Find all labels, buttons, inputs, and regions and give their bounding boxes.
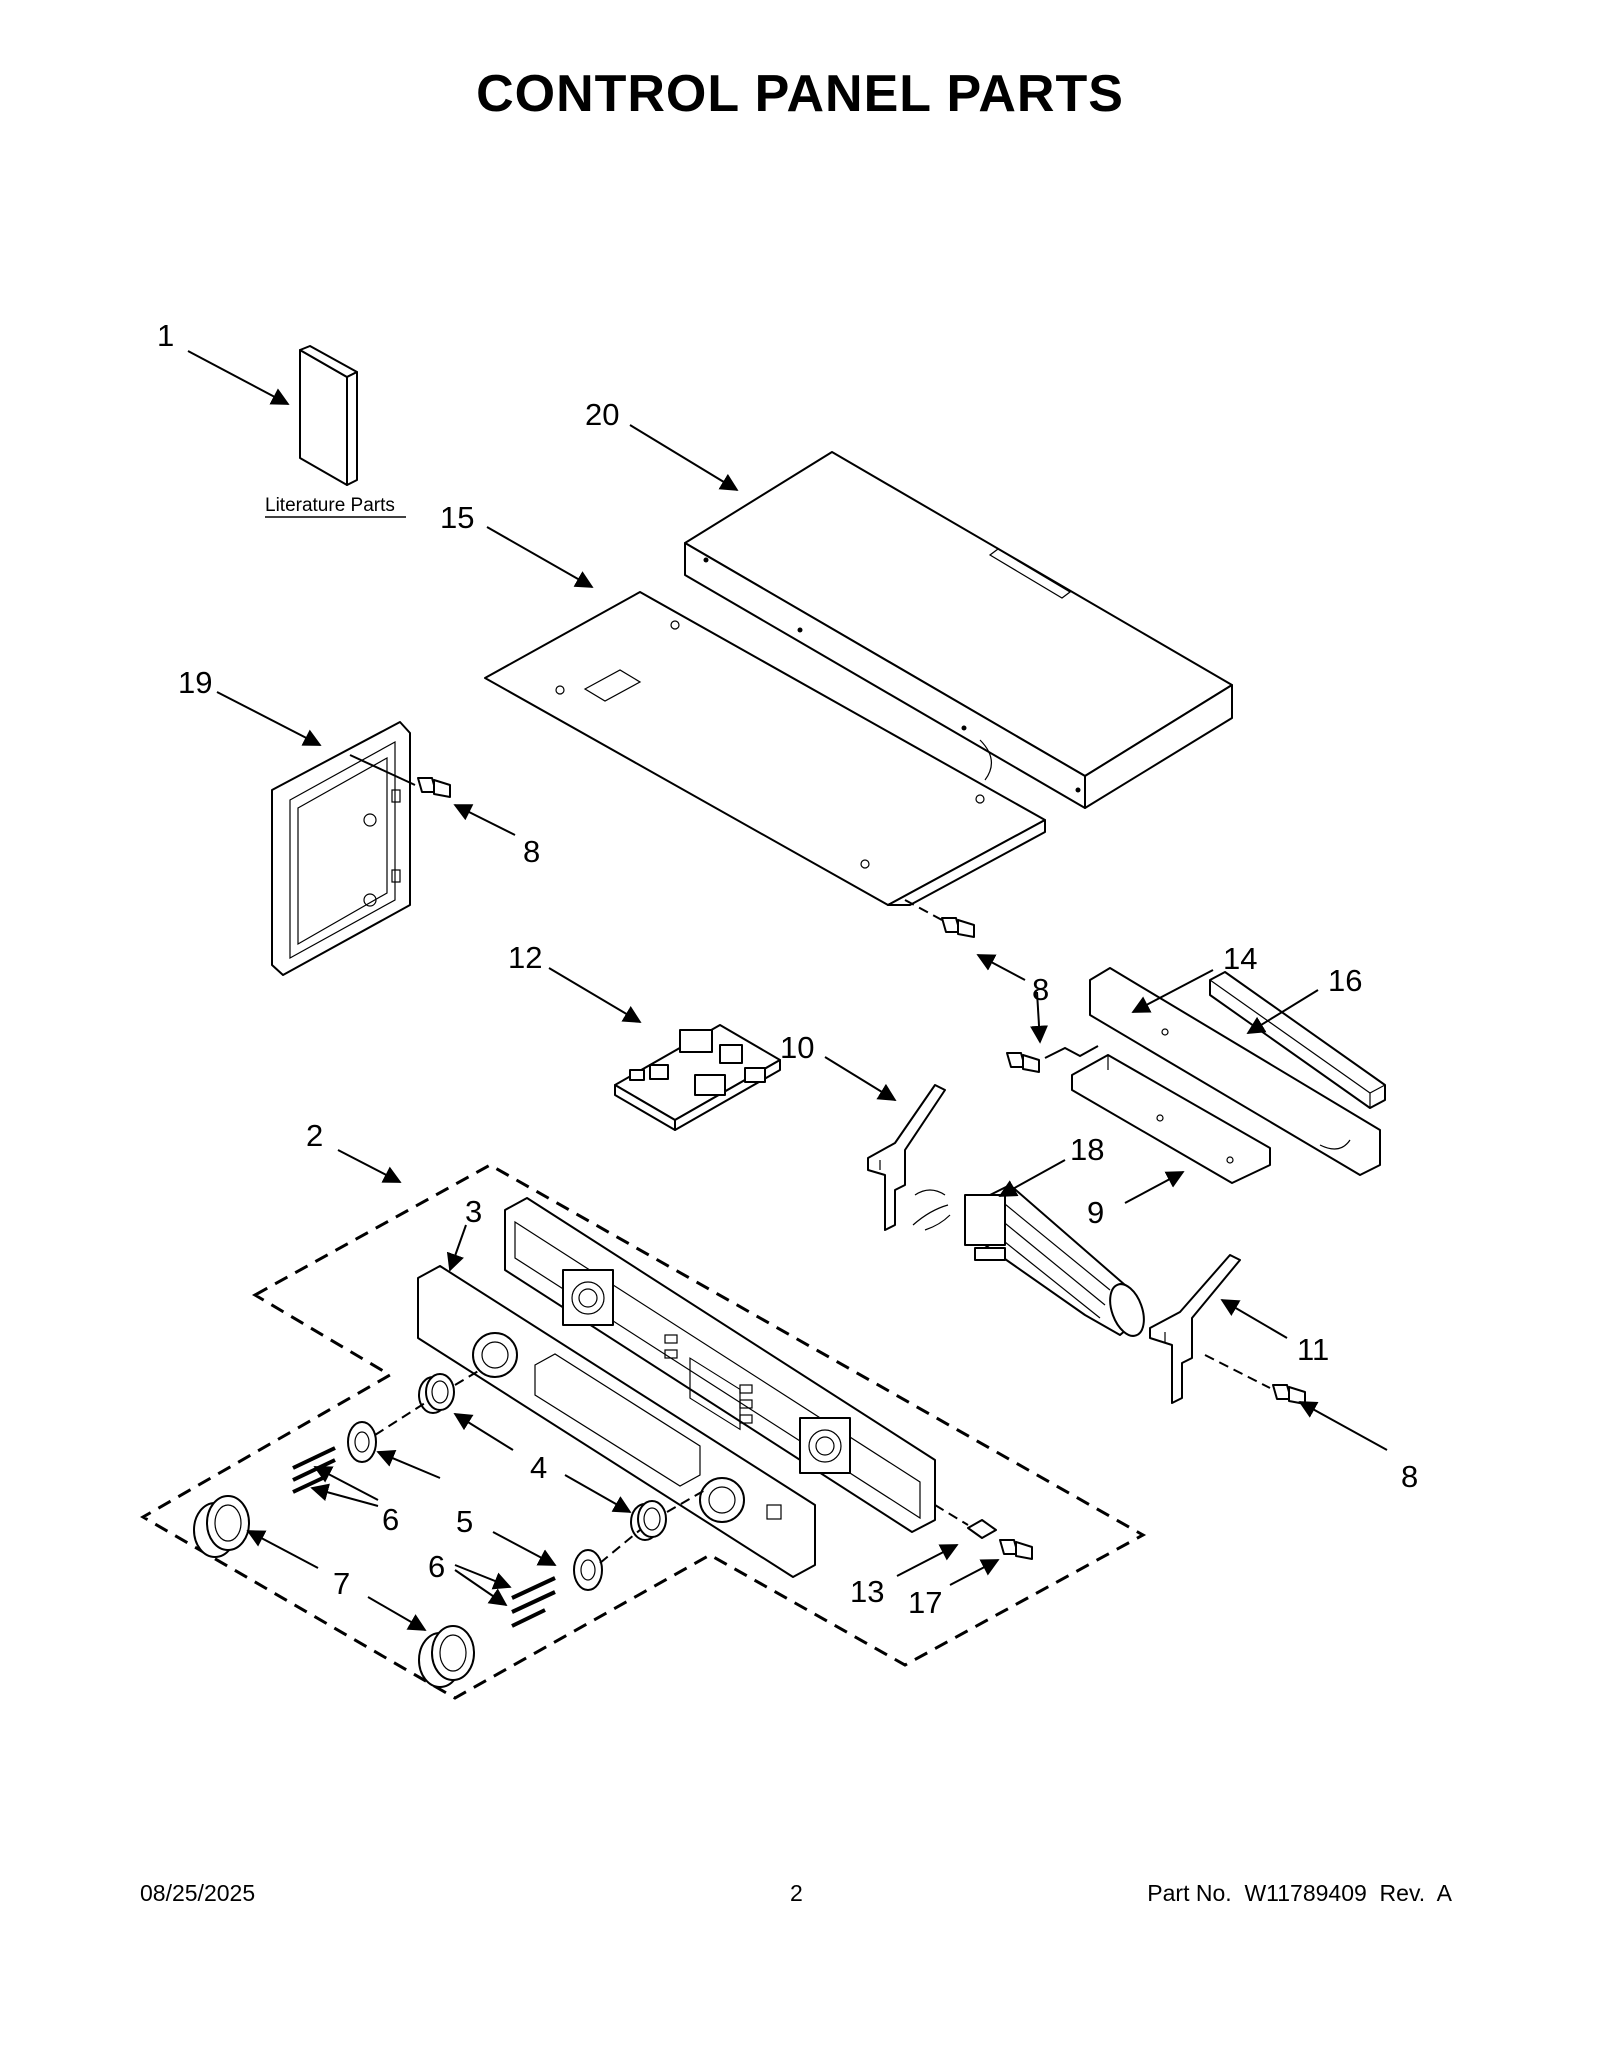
callout-5: 5 [456,1504,473,1539]
callout-8: 8 [1032,972,1049,1007]
part-control-console [504,1197,936,1533]
callout-8: 8 [1401,1459,1418,1494]
callout-3: 3 [465,1194,482,1229]
console-encoder-module [799,1417,851,1474]
part-knob [193,1495,250,1558]
callout-9: 9 [1087,1195,1104,1230]
callout-4: 4 [530,1450,547,1485]
part-fan-bracket-rail [1089,967,1381,1176]
callout-12: 12 [508,940,542,975]
callout-18: 18 [1070,1132,1104,1167]
page-title: CONTROL PANEL PARTS [476,65,1124,123]
callout-7: 7 [333,1566,350,1601]
part-knob-bezel [630,1489,706,1541]
part-screw [1006,1045,1099,1073]
part-bracket-frame [271,721,416,976]
part-control-board [614,1024,781,1131]
part-blower-motor [912,1184,1145,1337]
callout-leaders [187,350,1388,1631]
part-fan-mount-plate [1071,1054,1271,1184]
literature-parts-label: Literature Parts [265,495,395,516]
part-knob [418,1625,475,1688]
part-foam-strip [1209,971,1386,1109]
part-screw [904,899,975,938]
part-screw [1204,1354,1306,1405]
assembly-outline-2 [140,1163,1147,1700]
part-pin [292,1446,336,1494]
part-clip [934,1504,997,1539]
footer-date: 08/25/2025 [140,1880,256,1906]
part-right-bracket [1149,1254,1241,1404]
part-shield-plate [484,591,1046,906]
console-encoder-module [562,1269,614,1326]
footer-page-number: 2 [790,1880,803,1906]
callout-15: 15 [440,500,474,535]
callout-16: 16 [1328,963,1362,998]
callout-17: 17 [908,1585,942,1620]
callout-11: 11 [1297,1332,1329,1367]
part-front-plate [417,1265,816,1578]
callout-10: 10 [780,1030,814,1065]
part-knob-bezel [418,1369,481,1414]
callout-1: 1 [157,318,174,353]
part-pin [511,1576,556,1628]
part-top-cover [684,451,1233,809]
part-screw [417,777,451,798]
part-left-bracket [867,1084,946,1231]
callout-labels: 1 20 15 19 8 8 14 16 12 10 2 18 9 3 11 8… [157,318,1418,1620]
part-knob-adapter [347,1402,426,1463]
footer-part-number: Part No. W11789409 Rev. A [1147,1880,1452,1906]
callout-14: 14 [1223,941,1257,976]
part-literature-booklet [265,345,406,518]
callout-8: 8 [523,834,540,869]
callout-2: 2 [306,1118,323,1153]
callout-19: 19 [178,665,212,700]
callout-13: 13 [850,1574,884,1609]
callout-6: 6 [428,1549,445,1584]
callout-6: 6 [382,1502,399,1537]
part-screw-17 [999,1539,1033,1560]
callout-20: 20 [585,397,619,432]
part-knob-adapter [573,1529,641,1591]
